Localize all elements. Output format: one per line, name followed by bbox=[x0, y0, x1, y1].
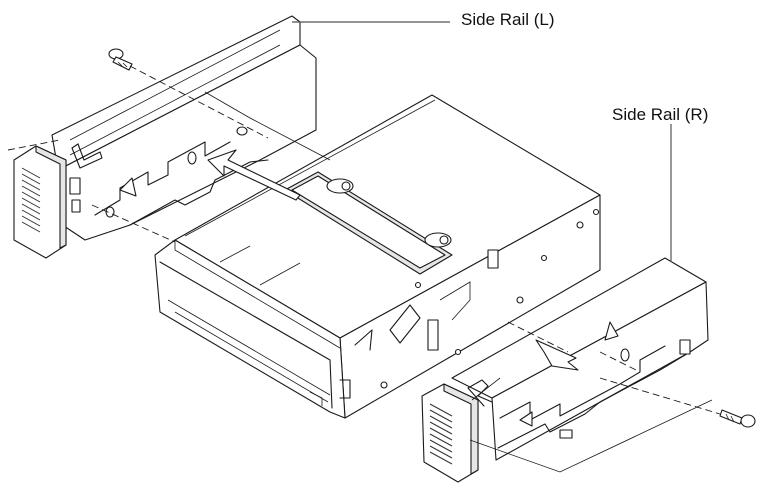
side-rail-right-label: Side Rail (R) bbox=[612, 105, 709, 124]
top-screw-2 bbox=[424, 232, 452, 248]
side-rail-left: L bbox=[13, 15, 317, 259]
rail-left-tab bbox=[69, 177, 81, 195]
top-screw-1 bbox=[326, 178, 354, 194]
screw-right bbox=[719, 409, 756, 428]
rail-right-side bbox=[491, 281, 709, 461]
rail-right-vent-grille bbox=[429, 403, 453, 465]
side-port bbox=[427, 319, 439, 351]
side-connector bbox=[487, 249, 499, 269]
screw-left bbox=[108, 48, 133, 71]
insertion-arrow-left bbox=[207, 149, 301, 201]
rail-left-l-marking bbox=[71, 143, 103, 169]
side-rail-right: R bbox=[421, 257, 709, 483]
side-rail-left-label: Side Rail (L) bbox=[461, 10, 555, 29]
insertion-arrow-right bbox=[535, 339, 579, 371]
rail-left-vent-grille bbox=[21, 167, 41, 233]
tape-drive-unit bbox=[154, 94, 601, 419]
